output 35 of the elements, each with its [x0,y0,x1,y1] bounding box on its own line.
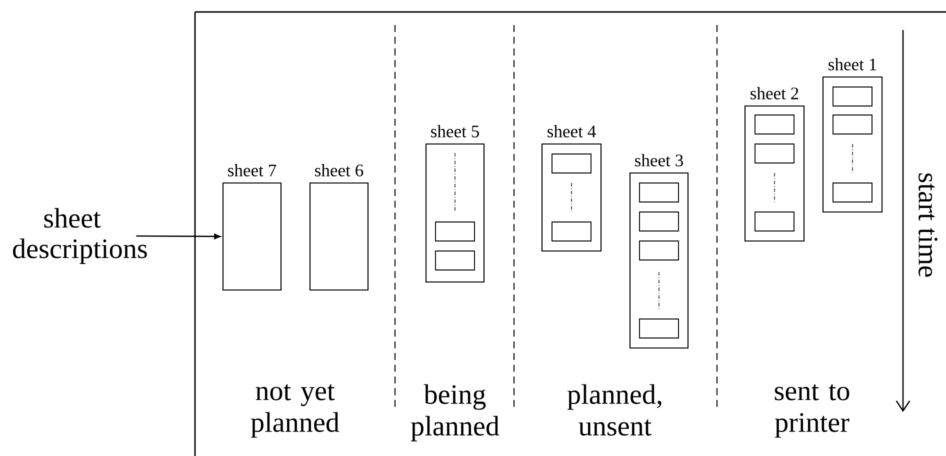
row-box [754,114,794,134]
row-box [552,222,592,242]
row-box [832,182,872,202]
row-box [639,182,679,202]
sheet-box: sheet 5 [425,125,485,283]
node-label: sheet 7 [228,164,276,176]
column-label: sent to printer [774,384,850,438]
sheet-box: sheet 2 [744,87,805,242]
row-box [832,114,872,134]
row-box [435,250,475,270]
sheet-box: sheet 6 [309,164,369,291]
node-label: sheet 1 [828,58,876,70]
row-box [754,144,794,164]
row-box [552,154,592,174]
row-box [832,86,872,106]
column-label: not yet planned [250,384,340,438]
sheet-box: sheet 7 [222,164,282,291]
sheet-box: sheet 3 [629,154,689,349]
node-label: sheet 3 [635,154,683,166]
row-box [639,318,679,338]
column-label: planned, unsent [567,384,662,436]
sheet-box: sheet 4 [541,125,602,252]
arrow [136,234,221,240]
description-text: sheet descriptions [13,208,147,264]
row-box [639,240,679,260]
node-label: sheet 5 [431,125,479,138]
node-label: sheet 2 [750,87,798,100]
column-label: being planned [410,384,500,442]
node-label: sheet 6 [315,164,364,176]
row-box [754,212,794,232]
row-box [435,222,475,242]
sheet-box: sheet 1 [822,58,883,213]
axis-label: start time [918,173,938,277]
row-box [639,212,679,232]
node-label: sheet 4 [548,125,596,138]
